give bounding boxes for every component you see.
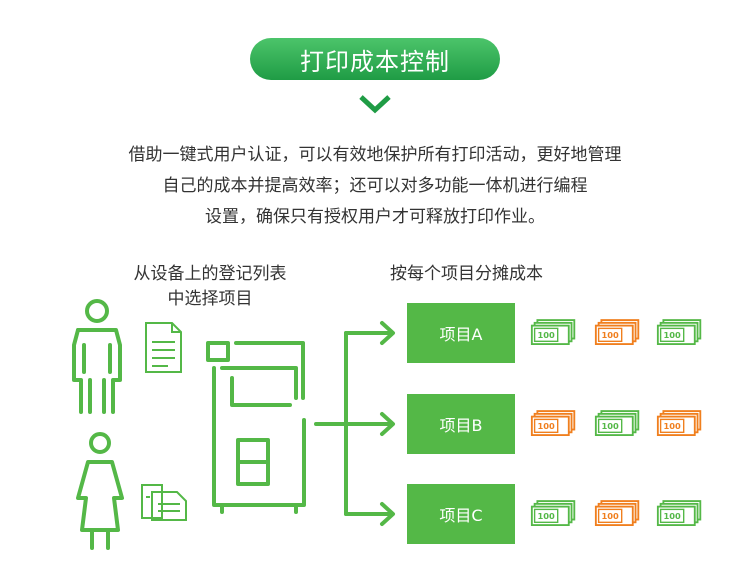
project-c: 项目C <box>407 484 515 544</box>
arrow-right-icon <box>380 502 395 526</box>
banknote-icon: 100 <box>530 410 576 436</box>
banknote-value: 100 <box>601 330 619 340</box>
left-label: 从设备上的登记列表 中选择项目 <box>80 262 340 312</box>
man-icon <box>72 299 122 414</box>
arrow-right-icon <box>380 321 395 345</box>
document-icon <box>145 322 182 373</box>
connector-lines <box>314 321 395 526</box>
banknote-icon: 100 <box>656 319 702 345</box>
project-b: 项目B <box>407 394 515 454</box>
banknote-value: 100 <box>601 421 619 431</box>
left-label-line: 中选择项目 <box>167 289 253 309</box>
description-line: 借助一键式用户认证，可以有效地保护所有打印活动，更好地管理 <box>128 145 622 165</box>
banknote-icon: 100 <box>530 319 576 345</box>
banknote-value: 100 <box>537 421 555 431</box>
banknote-icon: 100 <box>656 410 702 436</box>
arrow-right-icon <box>380 412 395 436</box>
project-a: 项目A <box>407 303 515 363</box>
woman-icon <box>76 432 124 550</box>
banknote-value: 100 <box>663 511 681 521</box>
banknote-icon: 100 <box>530 500 576 526</box>
banknote-icon: 100 <box>656 500 702 526</box>
chevron-down-icon <box>359 95 391 114</box>
banknote-value: 100 <box>663 330 681 340</box>
banknote-icon: 100 <box>594 410 640 436</box>
document-icon <box>141 484 187 521</box>
page-title: 打印成本控制 <box>250 38 500 80</box>
banknote-icon: 100 <box>594 500 640 526</box>
banknote-icon: 100 <box>594 319 640 345</box>
left-label-line: 从设备上的登记列表 <box>133 264 287 284</box>
banknote-value: 100 <box>537 330 555 340</box>
description: 借助一键式用户认证，可以有效地保护所有打印活动，更好地管理 自己的成本并提高效率… <box>60 140 690 233</box>
description-line: 设置，确保只有授权用户才可释放打印作业。 <box>205 207 545 227</box>
banknote-value: 100 <box>601 511 619 521</box>
description-line: 自己的成本并提高效率；还可以对多功能一体机进行编程 <box>162 176 588 196</box>
banknote-value: 100 <box>663 421 681 431</box>
multifunction-printer-icon <box>206 341 306 514</box>
right-label: 按每个项目分摊成本 <box>390 264 543 284</box>
banknote-value: 100 <box>537 511 555 521</box>
